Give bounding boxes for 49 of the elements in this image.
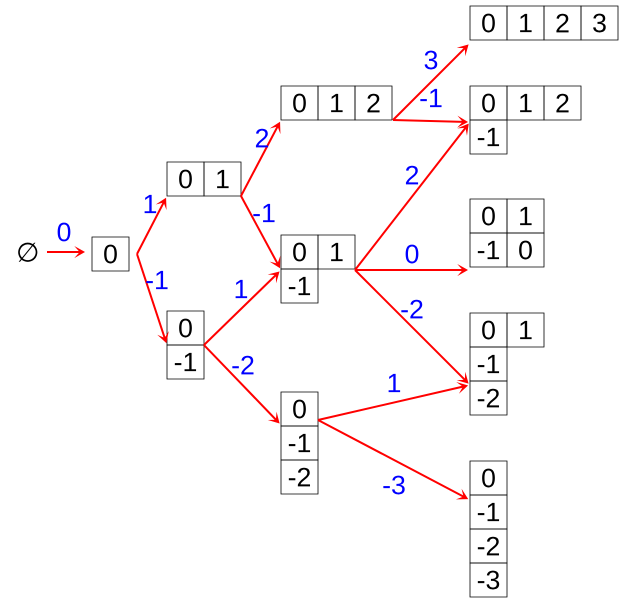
tableau-cell: 0 xyxy=(470,198,508,234)
tableau-cell: 0 xyxy=(166,162,204,196)
tableau-cell: 1 xyxy=(506,86,544,120)
tableau-cell: -1 xyxy=(470,232,508,268)
empty-set-symbol: ∅ xyxy=(18,242,38,262)
tableau-cell: 1 xyxy=(506,198,544,234)
tableau-cell: 0 xyxy=(280,234,318,270)
edge-label: -1 xyxy=(146,270,168,290)
tableau-cell: 0 xyxy=(470,6,508,40)
edge-label: 1 xyxy=(144,194,156,214)
edge-label: 0 xyxy=(58,222,70,242)
tableau-cell: 0 xyxy=(470,86,508,120)
tableau-cell: 3 xyxy=(580,6,618,40)
tableau-cell: -2 xyxy=(470,528,508,564)
tableau-cell: -1 xyxy=(280,426,318,460)
tableau-cell: -1 xyxy=(280,268,318,304)
edge-label: 1 xyxy=(236,280,248,298)
tableau-cell: 1 xyxy=(318,86,356,120)
tableau-cell: 0 xyxy=(470,460,508,496)
tableau-cell: 0 xyxy=(506,232,544,268)
tableau-cell: -1 xyxy=(166,344,204,380)
tableau-cell: 2 xyxy=(354,86,392,120)
tableau-cell: 0 xyxy=(280,392,318,426)
edge-label: -3 xyxy=(383,476,405,494)
tableau-cell: 1 xyxy=(506,6,544,40)
edge-label: 1 xyxy=(388,374,400,392)
tableau-cell: 0 xyxy=(166,310,204,346)
tableau-cell: -1 xyxy=(470,346,508,382)
tableau-cell: -3 xyxy=(470,562,508,598)
edge-label: -2 xyxy=(232,356,254,374)
tableau-cell: 0 xyxy=(280,86,318,120)
tableau-cell: 0 xyxy=(470,312,508,348)
edge-label: 3 xyxy=(424,50,438,70)
tableau-cell: 2 xyxy=(544,86,582,120)
tableau-cell: 1 xyxy=(204,162,242,196)
edge-label: -1 xyxy=(420,88,442,108)
tableau-cell: -1 xyxy=(470,120,508,154)
tableau-cell: 1 xyxy=(318,234,356,270)
tableau-cell: -2 xyxy=(470,380,508,416)
edge-label: -1 xyxy=(253,204,275,222)
tableau-cell: 0 xyxy=(92,236,130,272)
edge-label: -2 xyxy=(401,300,423,318)
tableau-cell: -1 xyxy=(470,494,508,530)
tableau-cell: 2 xyxy=(544,6,582,40)
edge-label: 0 xyxy=(406,244,418,264)
edge-label: 2 xyxy=(406,166,418,184)
tableau-cell: 1 xyxy=(506,312,544,348)
tableau-cell: -2 xyxy=(280,460,318,494)
edge-label: 2 xyxy=(256,128,268,148)
